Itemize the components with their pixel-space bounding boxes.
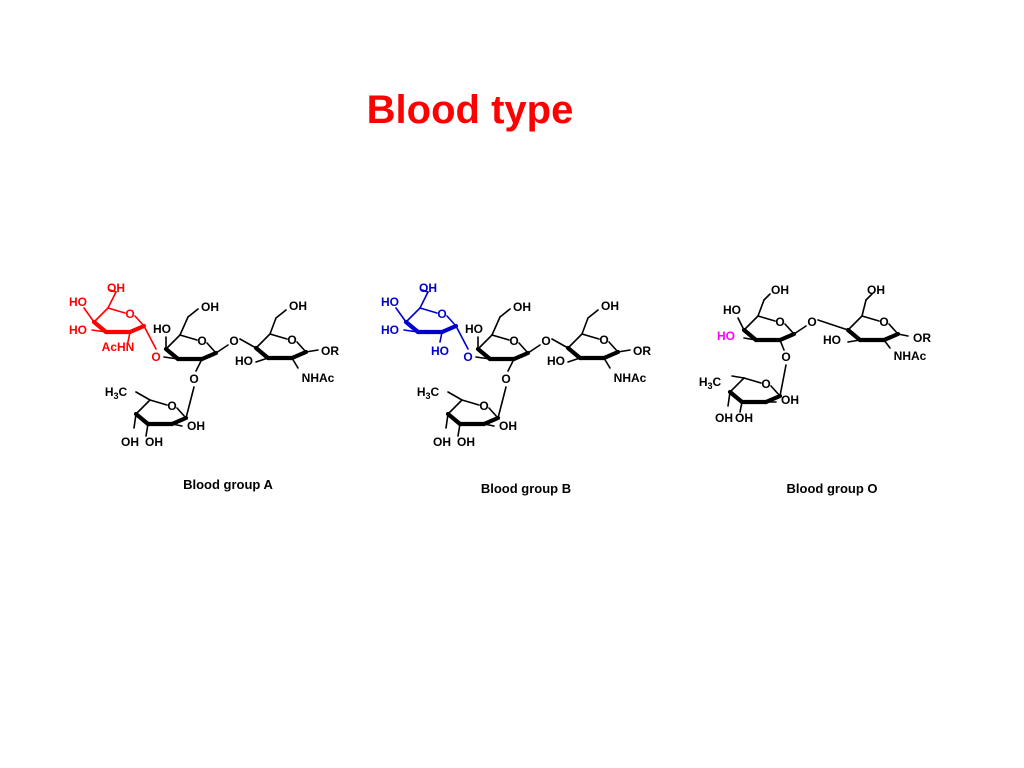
- ring-oxygen-label: O: [599, 333, 608, 347]
- methyl-label: H3C: [699, 375, 722, 391]
- atom-label: HO: [465, 322, 483, 336]
- atom-label: OH: [289, 299, 307, 313]
- atom-label: OH: [433, 435, 451, 449]
- atom-label: HO: [153, 322, 171, 336]
- atom-label: HO: [69, 323, 87, 337]
- ring-oxygen-label: O: [775, 315, 784, 329]
- ring-oxygen-label: O: [509, 334, 518, 348]
- glycosidic-oxygen-label: O: [151, 350, 160, 364]
- page-title: Blood type: [366, 88, 574, 132]
- atom-label: HO: [547, 354, 565, 368]
- atom-label: OH: [457, 435, 475, 449]
- atom-label: OH: [781, 393, 799, 407]
- ring-oxygen-label: O: [167, 399, 176, 413]
- atom-label: OH: [513, 300, 531, 314]
- ring-oxygen-label: O: [287, 333, 296, 347]
- atom-label: HO: [69, 295, 87, 309]
- ring-oxygen-label: O: [197, 334, 206, 348]
- atom-label: OH: [499, 419, 517, 433]
- atom-label: NHAc: [614, 371, 647, 385]
- methyl-label: H3C: [105, 385, 128, 401]
- glycosidic-oxygen-label: O: [501, 372, 510, 386]
- atom-label: OH: [145, 435, 163, 449]
- atom-label: OH: [601, 299, 619, 313]
- atom-label: HO: [723, 303, 741, 317]
- glycosidic-oxygen-label: O: [229, 334, 238, 348]
- atom-label: HO: [381, 323, 399, 337]
- glycosidic-oxygen-label: O: [781, 350, 790, 364]
- glycosidic-oxygen-label: O: [189, 372, 198, 386]
- glycosidic-oxygen-label: O: [541, 334, 550, 348]
- ring-oxygen-label: O: [879, 315, 888, 329]
- ring-oxygen-label: O: [125, 307, 134, 321]
- atom-label: OR: [321, 344, 339, 358]
- atom-label: OH: [735, 411, 753, 425]
- atom-label: NHAc: [302, 371, 335, 385]
- atom-label: OH: [107, 281, 125, 295]
- ring-oxygen-label: O: [479, 399, 488, 413]
- atom-label: OR: [633, 344, 651, 358]
- atom-label: OH: [867, 283, 885, 297]
- atom-label: OH: [121, 435, 139, 449]
- glycosidic-oxygen-label: O: [807, 315, 816, 329]
- caption-blood-group-b: Blood group B: [480, 481, 572, 496]
- atom-label: OH: [419, 281, 437, 295]
- free-hydroxyl-label: HO: [717, 329, 735, 343]
- methyl-label: H3C: [417, 385, 440, 401]
- atom-label: NHAc: [894, 349, 927, 363]
- caption-blood-group-o: Blood group O: [786, 481, 878, 496]
- glycosidic-oxygen-label: O: [463, 350, 472, 364]
- atom-label: HO: [823, 333, 841, 347]
- ring-oxygen-label: O: [437, 307, 446, 321]
- atom-label: OR: [913, 331, 931, 345]
- caption-blood-group-a: Blood group A: [183, 477, 273, 492]
- ring-oxygen-label: O: [761, 377, 770, 391]
- atom-label: OH: [187, 419, 205, 433]
- atom-label: HO: [235, 354, 253, 368]
- atom-label: AcHN: [102, 340, 135, 354]
- atom-label: OH: [715, 411, 733, 425]
- atom-label: HO: [381, 295, 399, 309]
- atom-label: OH: [201, 300, 219, 314]
- atom-label: OH: [771, 283, 789, 297]
- atom-label: HO: [431, 344, 449, 358]
